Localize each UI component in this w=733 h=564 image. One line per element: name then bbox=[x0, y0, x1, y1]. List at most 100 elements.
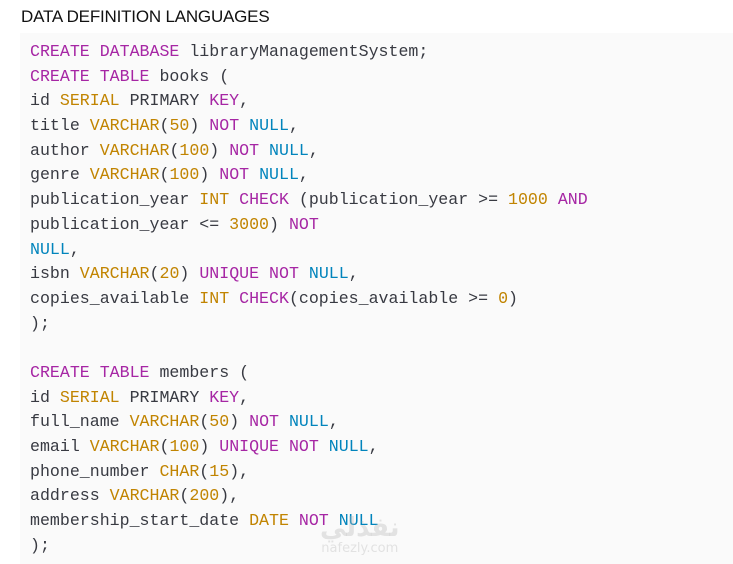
number-token: 100 bbox=[169, 437, 200, 456]
code-line: genre VARCHAR(100) NOT NULL, bbox=[30, 163, 588, 188]
text-token: author bbox=[30, 140, 100, 160]
code-line: CREATE DATABASE libraryManagementSystem; bbox=[30, 40, 588, 65]
literal-token: NULL bbox=[259, 165, 299, 185]
code-line: address VARCHAR(200), bbox=[30, 484, 588, 509]
text-token bbox=[239, 116, 249, 135]
keyword-token: CREATE TABLE bbox=[30, 66, 150, 86]
number-token: 50 bbox=[209, 412, 230, 432]
text-token bbox=[229, 289, 239, 308]
number-token: 100 bbox=[169, 165, 200, 185]
text-token: members ( bbox=[149, 362, 250, 382]
literal-token: NULL bbox=[30, 239, 70, 259]
keyword-token: NOT bbox=[219, 165, 250, 185]
text-token: ( bbox=[159, 165, 170, 185]
keyword-token: KEY bbox=[209, 387, 240, 407]
keyword-token: UNIQUE bbox=[219, 437, 279, 456]
literal-token: NULL bbox=[249, 116, 289, 136]
code-line: NULL, bbox=[30, 238, 588, 263]
text-token: , bbox=[348, 264, 359, 284]
text-token: ), bbox=[229, 461, 250, 481]
literal-token: NULL bbox=[288, 412, 329, 432]
type-token: VARCHAR bbox=[89, 165, 160, 185]
code-line: email VARCHAR(100) UNIQUE NOT NULL, bbox=[30, 435, 588, 460]
type-token: VARCHAR bbox=[99, 140, 170, 160]
text-token bbox=[319, 437, 329, 456]
keyword-token: NOT bbox=[288, 437, 319, 456]
number-token: 1000 bbox=[508, 190, 548, 210]
code-line: CREATE TABLE books ( bbox=[30, 65, 588, 90]
text-token: address bbox=[30, 486, 110, 506]
text-token: , bbox=[288, 116, 299, 136]
text-token: membership_start_date bbox=[30, 511, 250, 531]
type-token: VARCHAR bbox=[89, 437, 160, 456]
literal-token: NULL bbox=[338, 511, 379, 531]
keyword-token: NOT bbox=[229, 140, 260, 160]
code-line bbox=[30, 336, 588, 361]
text-token: , bbox=[298, 165, 309, 185]
code-line: id SERIAL PRIMARY KEY, bbox=[30, 89, 588, 114]
section-heading: DATA DEFINITION LANGUAGES bbox=[21, 7, 270, 26]
keyword-token: NOT bbox=[288, 214, 319, 234]
code-line: publication_year INT CHECK (publication_… bbox=[30, 188, 588, 213]
type-token: VARCHAR bbox=[89, 116, 160, 136]
text-token: id bbox=[30, 387, 60, 407]
type-token: VARCHAR bbox=[129, 412, 200, 432]
code-line: CREATE TABLE members ( bbox=[30, 361, 588, 386]
text-token: ) bbox=[269, 214, 289, 234]
text-token: ) bbox=[179, 264, 200, 284]
text-token: ( bbox=[159, 116, 170, 136]
code-lines: CREATE DATABASE libraryManagementSystem;… bbox=[30, 40, 588, 558]
type-token: INT bbox=[199, 190, 230, 210]
literal-token: NULL bbox=[308, 264, 349, 284]
keyword-token: NOT bbox=[298, 511, 329, 531]
text-token: ) bbox=[199, 165, 220, 185]
type-token: VARCHAR bbox=[79, 264, 150, 284]
code-line: author VARCHAR(100) NOT NULL, bbox=[30, 139, 588, 164]
text-token bbox=[249, 165, 259, 184]
code-line: ); bbox=[30, 312, 588, 337]
text-token: PRIMARY bbox=[119, 387, 210, 407]
code-line: ); bbox=[30, 534, 588, 559]
keyword-token: NOT bbox=[269, 264, 299, 284]
text-token: id bbox=[30, 91, 60, 111]
text-token: ) bbox=[229, 412, 250, 432]
number-token: 50 bbox=[169, 116, 190, 136]
type-token: SERIAL bbox=[59, 387, 120, 407]
text-token: genre bbox=[30, 165, 90, 185]
text-token: isbn bbox=[30, 264, 80, 284]
text-token: ( bbox=[179, 486, 190, 506]
code-line: title VARCHAR(50) NOT NULL, bbox=[30, 114, 588, 139]
keyword-token: CREATE TABLE bbox=[30, 362, 150, 382]
literal-token: NULL bbox=[269, 140, 309, 160]
text-token: phone_number bbox=[30, 461, 160, 481]
text-token: ( bbox=[159, 437, 170, 456]
number-token: 200 bbox=[189, 486, 220, 506]
text-token: , bbox=[368, 437, 379, 456]
text-token: publication_year <= bbox=[30, 214, 230, 234]
text-token: ), bbox=[219, 486, 240, 506]
text-token: , bbox=[328, 412, 339, 432]
text-token: email bbox=[30, 437, 90, 456]
text-token: books ( bbox=[149, 66, 230, 86]
text-token bbox=[259, 141, 269, 160]
type-token: DATE bbox=[249, 511, 289, 531]
code-line: publication_year <= 3000) NOT bbox=[30, 213, 588, 238]
number-token: 15 bbox=[209, 461, 230, 481]
keyword-token: CREATE DATABASE bbox=[30, 42, 180, 61]
code-line: membership_start_date DATE NOT NULL bbox=[30, 509, 588, 534]
watermark-logo: نفذلي nafezly.com bbox=[320, 515, 400, 556]
type-token: CHAR bbox=[159, 461, 200, 481]
text-token bbox=[229, 190, 239, 209]
text-token: ( bbox=[169, 140, 180, 160]
keyword-token: NOT bbox=[249, 412, 279, 432]
text-token: , bbox=[69, 239, 80, 259]
text-token bbox=[279, 412, 289, 431]
text-token: , bbox=[308, 140, 319, 160]
text-token: ( bbox=[199, 461, 210, 481]
code-line: id SERIAL PRIMARY KEY, bbox=[30, 386, 588, 411]
text-token: ); bbox=[30, 535, 50, 555]
text-token: PRIMARY bbox=[119, 91, 210, 111]
keyword-token: CHECK bbox=[239, 288, 289, 308]
keyword-token: CHECK bbox=[239, 190, 289, 210]
text-token: ) bbox=[189, 116, 210, 136]
